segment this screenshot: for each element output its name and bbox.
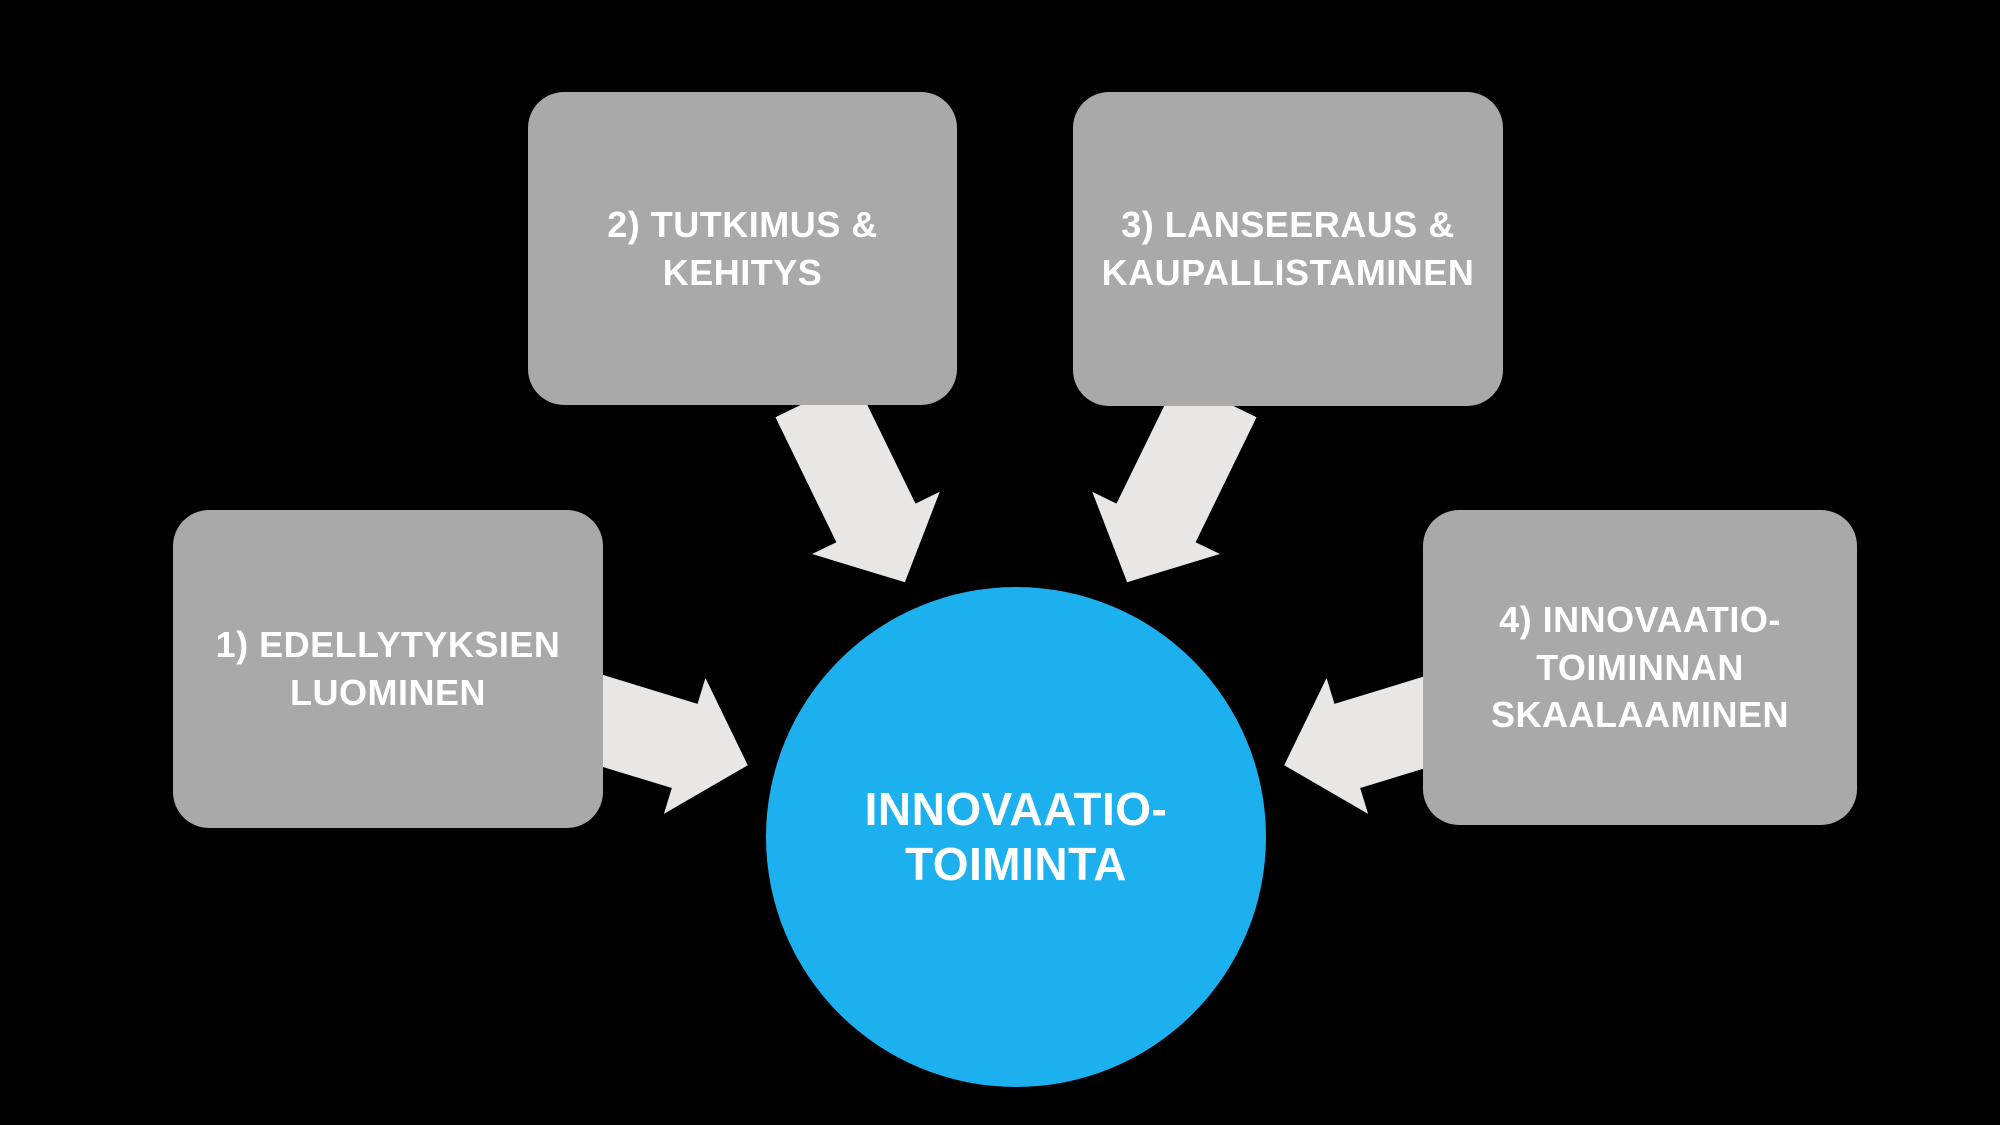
step-1-label: 1) EDELLYTYKSIEN LUOMINEN (215, 624, 561, 713)
step-3-label: 3) LANSEERAUS & KAUPALLISTAMINEN (1101, 204, 1475, 293)
step-3-box: 3) LANSEERAUS & KAUPALLISTAMINEN (1073, 92, 1503, 406)
step-4-box: 4) INNOVAATIO- TOIMINNAN SKAALAAMINEN (1423, 510, 1857, 825)
arrow-step3-to-center-icon (1092, 378, 1257, 583)
center-circle-label: INNOVAATIO- TOIMINTA (864, 782, 1168, 890)
center-circle: INNOVAATIO- TOIMINTA (766, 587, 1266, 1087)
step-2-label: 2) TUTKIMUS & KEHITYS (607, 203, 878, 293)
step-4-label: 4) INNOVAATIO- TOIMINNAN SKAALAAMINEN (1491, 599, 1789, 736)
arrow-step2-to-center-icon (775, 378, 940, 583)
step-1-box: 1) EDELLYTYKSIEN LUOMINEN (173, 510, 603, 828)
arrow-step4-to-center-icon (1284, 674, 1455, 814)
arrow-step1-to-center-icon (577, 674, 748, 814)
step-2-box: 2) TUTKIMUS & KEHITYS (528, 92, 957, 405)
